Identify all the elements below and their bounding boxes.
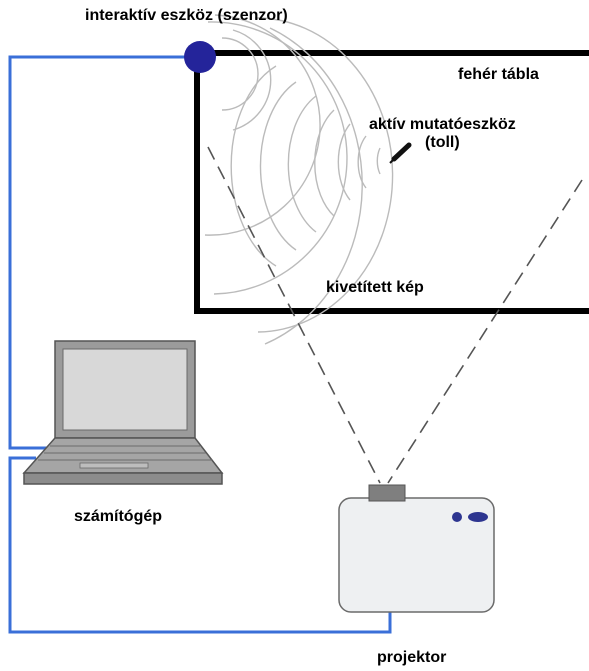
pen-icon — [389, 142, 412, 164]
sensor-to-computer-cable — [8, 55, 200, 450]
whiteboard-label: fehér tábla — [458, 66, 539, 83]
whiteboard-frame — [194, 50, 589, 314]
pointer-label: aktív mutatóeszköz (toll) — [369, 116, 516, 153]
computer-label: számítógép — [74, 508, 163, 525]
sensor-label: interaktív eszköz (szenzor) — [85, 7, 288, 24]
laptop-icon — [22, 340, 224, 485]
sensor-signal-waves — [204, 14, 394, 345]
sensor-dot-icon — [184, 41, 216, 73]
projected-image-label: kivetített kép — [326, 279, 424, 296]
projection-beam — [207, 146, 583, 484]
pointer-label-line2: (toll) — [425, 134, 460, 152]
pointer-label-line1: aktív mutatóeszköz — [369, 116, 516, 133]
projector-icon — [338, 484, 495, 613]
cables — [8, 55, 392, 634]
projector-label: projektor — [377, 649, 447, 666]
computer-to-projector-cable — [8, 456, 392, 634]
pen-signal-waves — [230, 65, 381, 267]
